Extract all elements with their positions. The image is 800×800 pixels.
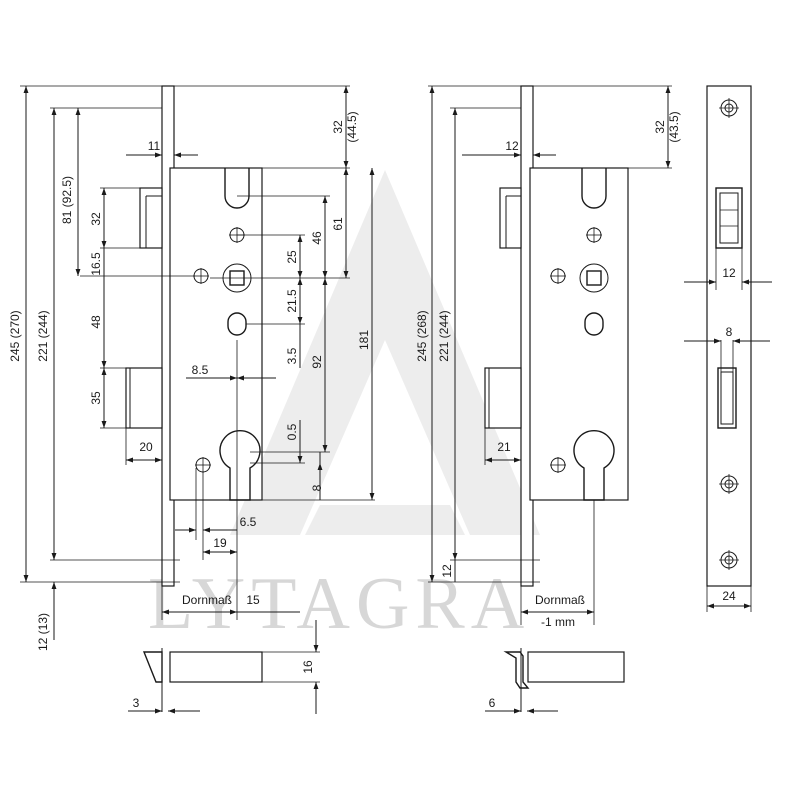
middle-view: 245 (268) 221 (244) 12 32 (43.5) 12 21 D… <box>415 85 681 714</box>
dim-middle-32-top: 32 <box>653 120 667 134</box>
dim-left-21-5: 21.5 <box>285 289 299 313</box>
left-latch-profile: 16 3 <box>128 620 320 714</box>
dim-middle-43-5: (43.5) <box>667 111 681 142</box>
dim-left-3: 3 <box>133 696 140 710</box>
dim-left-32-top: 32 <box>331 120 345 134</box>
dim-left-8: 8 <box>310 484 324 491</box>
dim-left-6-5: 6.5 <box>240 515 257 529</box>
middle-latch-profile: 6 <box>485 648 625 714</box>
right-view: 12 8 24 <box>684 85 772 612</box>
dim-left-dornmass: Dornmaß <box>182 593 232 607</box>
right-latch-bolt <box>719 192 739 244</box>
middle-lock-case <box>529 167 629 501</box>
right-latch-opening <box>715 187 743 249</box>
dim-left-61: 61 <box>331 217 345 231</box>
watermark-triangle <box>230 170 540 535</box>
middle-follower <box>579 263 609 293</box>
dim-left-44-5: (44.5) <box>345 111 359 142</box>
dim-right-24: 24 <box>722 589 736 603</box>
left-latch <box>139 187 163 249</box>
dim-left-32: 32 <box>89 212 103 226</box>
left-lock-case <box>169 167 263 501</box>
dim-left-81: 81 (92.5) <box>60 176 74 224</box>
dim-middle-6: 6 <box>489 696 496 710</box>
middle-top-slot <box>581 168 607 209</box>
left-dead-bolt <box>125 367 163 429</box>
watermark: LYTAGRA <box>148 170 540 645</box>
dim-right-8: 8 <box>726 325 733 339</box>
left-view: 245 (270) 221 (244) 12 (13) 81 (92.5) 32… <box>8 85 375 714</box>
dim-left-25: 25 <box>285 250 299 264</box>
dim-left-0-5: 0.5 <box>285 423 299 440</box>
dim-left-48: 48 <box>89 315 103 329</box>
dim-middle-strike-bottom: 221 (244) <box>437 310 451 361</box>
middle-latch <box>499 187 522 249</box>
dim-middle-12-bottom: 12 <box>440 564 454 578</box>
right-faceplate-front <box>706 85 752 587</box>
dim-left-total-height: 245 (270) <box>8 310 22 361</box>
watermark-text: LYTAGRA <box>148 563 530 645</box>
left-top-slot <box>224 168 250 209</box>
dim-left-16: 16 <box>301 660 315 674</box>
middle-follower-square <box>586 270 602 286</box>
dim-left-181: 181 <box>357 330 371 350</box>
right-bolt-opening <box>717 367 737 429</box>
dim-left-3-5: 3.5 <box>285 347 299 364</box>
middle-oval-hole <box>584 312 604 336</box>
dim-left-strike-bottom: 221 (244) <box>36 310 50 361</box>
watermark-triangle-base <box>305 505 465 535</box>
dim-left-15: 15 <box>246 593 260 607</box>
middle-dead-bolt <box>484 367 522 429</box>
left-cylinder-hole <box>219 430 261 501</box>
dim-left-19: 19 <box>213 536 227 550</box>
dim-left-92: 92 <box>310 355 324 369</box>
right-dead-bolt <box>720 371 734 425</box>
dim-middle-total-height: 245 (268) <box>415 310 429 361</box>
dim-right-12: 12 <box>722 266 736 280</box>
dim-middle-21: 21 <box>497 440 511 454</box>
middle-cylinder-hole <box>573 430 615 501</box>
dim-left-8-5: 8.5 <box>192 363 209 377</box>
dim-left-35: 35 <box>89 391 103 405</box>
dim-middle-dornmass: Dornmaß <box>535 593 585 607</box>
dim-middle-minus-1mm: -1 mm <box>541 615 575 629</box>
dim-left-11: 11 <box>148 139 161 153</box>
dim-middle-12: 12 <box>505 139 519 153</box>
dim-left-16-5: 16.5 <box>89 252 103 276</box>
dim-left-20: 20 <box>139 440 153 454</box>
dim-left-46: 46 <box>310 231 324 245</box>
dim-left-bottom-offset: 12 (13) <box>36 613 50 651</box>
